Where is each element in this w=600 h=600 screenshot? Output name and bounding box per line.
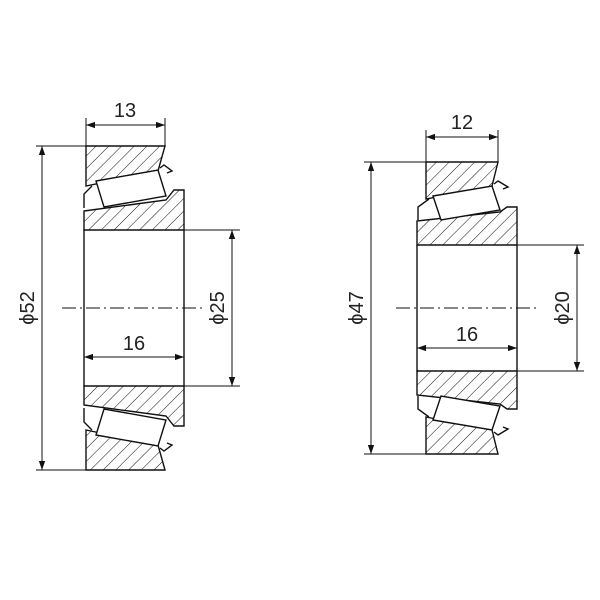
dimension-inner-width-label: 16: [123, 333, 145, 355]
bearing-right-lower-section: [416, 370, 518, 455]
dimension-width: 12: [425, 112, 499, 162]
dimension-width-label: 12: [451, 112, 473, 134]
dimension-bore: ϕ25: [184, 229, 240, 387]
dimension-outer-diameter-label: ϕ52: [17, 291, 39, 324]
dimension-outer-diameter-label: ϕ47: [346, 291, 368, 324]
roller-upper: [95, 169, 167, 208]
cage-lip-upper: [493, 180, 510, 190]
dimension-outer-diameter: ϕ52: [17, 145, 86, 471]
cage-lip-upper: [159, 164, 174, 174]
bearing-right: 12 ϕ47 ϕ20 16: [346, 112, 584, 455]
cage-lower: [83, 408, 93, 431]
roller-upper: [432, 185, 501, 221]
roller-lower: [432, 395, 501, 431]
roller-lower: [95, 408, 167, 447]
cage-lip-lower: [493, 426, 510, 436]
bearing-right-upper-section: [416, 161, 518, 246]
dimension-bore-label: ϕ20: [552, 291, 574, 324]
dimension-width-label: 13: [114, 100, 136, 122]
dimension-inner-width-label: 16: [456, 324, 478, 346]
dimension-bore: ϕ20: [517, 244, 584, 372]
bearing-left-upper-section: [83, 145, 185, 231]
bearing-left-lower-section: [83, 385, 185, 471]
dimension-outer-diameter: ϕ47: [346, 161, 426, 455]
cage-lower: [417, 396, 430, 418]
dimension-inner-width: 16: [417, 324, 517, 352]
dimension-bore-label: ϕ25: [207, 291, 229, 324]
dimension-width: 13: [85, 100, 166, 146]
dimension-inner-width: 16: [84, 333, 184, 361]
bearing-left: 13 ϕ52 ϕ25 16: [17, 100, 240, 471]
cage-upper: [417, 198, 430, 220]
cage-lip-lower: [159, 442, 174, 452]
cage-upper: [83, 185, 93, 208]
